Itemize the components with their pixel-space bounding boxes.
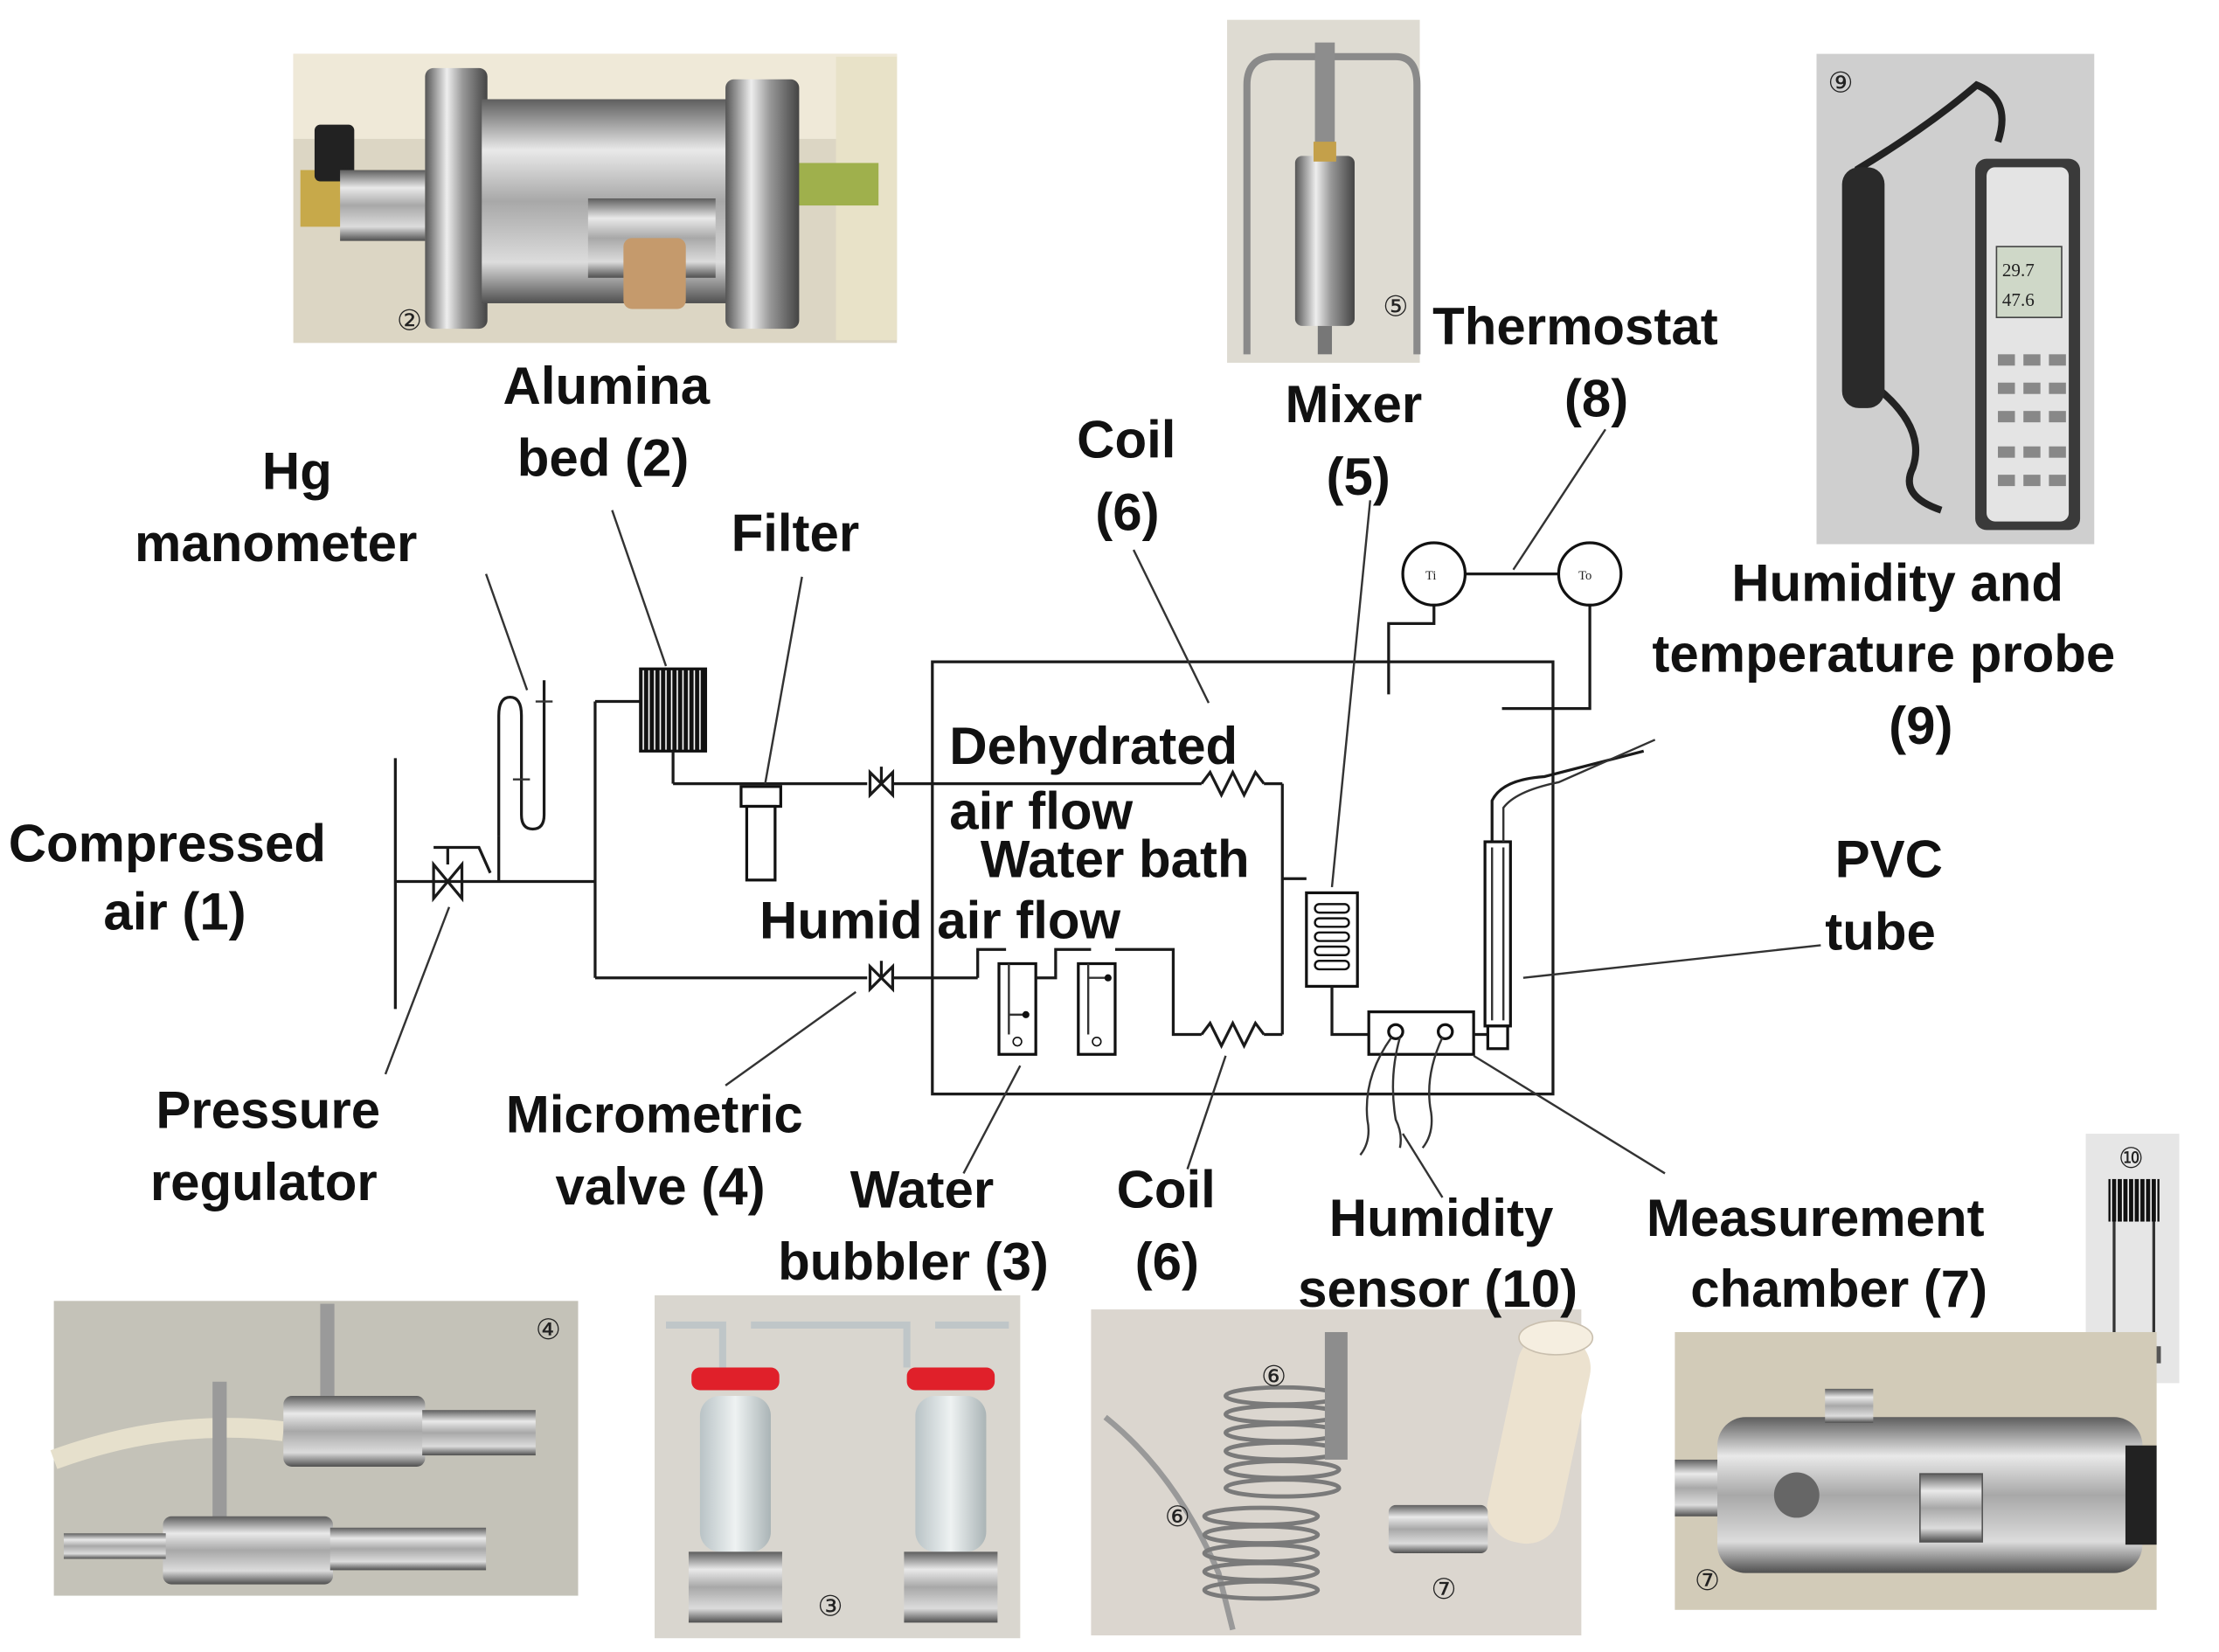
label-humid-flow: Humid air flow — [759, 891, 1120, 949]
alumina-bed-symbol — [639, 667, 708, 753]
label-water-bath: Water bath — [981, 830, 1250, 889]
photo-mixer: ⑤ — [1227, 19, 1421, 364]
pvc-tube-symbol — [1483, 739, 1656, 1051]
ti-label: Ti — [1425, 569, 1436, 583]
photo-humidity-probe: 29.7 47.6 ⑨ — [1816, 53, 2095, 545]
label-micrometric-valve: Micrometric valve (4) — [506, 1085, 818, 1216]
bubbler-2-symbol — [1077, 961, 1117, 1056]
photo-number-10: ⑩ — [2118, 1142, 2144, 1175]
ti-sensor — [1401, 541, 1467, 607]
to-label: To — [1578, 569, 1591, 583]
filter-symbol — [739, 785, 782, 809]
mixer-symbol — [1305, 891, 1359, 989]
photo-number-7a: ⑦ — [1432, 1572, 1457, 1606]
bubbler-1-symbol — [997, 961, 1037, 1056]
photo-number-6b: ⑥ — [1165, 1500, 1190, 1533]
coil-bottom-symbol — [1200, 1019, 1266, 1050]
label-dehydrated-flow: Dehydrated air flow — [949, 717, 1252, 841]
label-mixer: Mixer (5) — [1286, 375, 1437, 506]
label-pressure-regulator: Pressure regulator — [150, 1081, 395, 1212]
valve-top-symbol — [868, 767, 895, 799]
leader-lines — [384, 428, 1821, 1198]
photo-coils: ⑥ ⑥ ⑦ — [1091, 1309, 1594, 1635]
photo-measurement-chamber: ⑦ — [1675, 1332, 2157, 1610]
photo-number-4: ④ — [536, 1313, 561, 1346]
coil-top-symbol — [1200, 768, 1266, 799]
water-bath-box — [931, 660, 1555, 1096]
label-thermostat: Thermostat (8) — [1432, 297, 1732, 428]
photo-alumina-bed: ② — [293, 53, 898, 344]
micrometric-valve-symbol — [868, 961, 895, 993]
probe-display-rh: 47.6 — [2002, 289, 2035, 310]
label-alumina-bed: Alumina bed (2) — [503, 357, 725, 488]
schematic: Ti To — [393, 541, 1656, 1156]
label-coil-bottom: Coil (6) — [1117, 1160, 1231, 1291]
photo-number-9: ⑨ — [1827, 66, 1853, 99]
photo-number-6a: ⑥ — [1261, 1360, 1286, 1393]
photo-number-7b: ⑦ — [1695, 1564, 1720, 1597]
label-humidity-sensor: Humidity sensor (10) — [1298, 1189, 1578, 1318]
photo-micrometric-valves: ④ — [50, 1301, 579, 1596]
hg-manometer-symbol — [497, 680, 553, 882]
pressure-regulator-symbol — [432, 845, 492, 903]
thermostat-symbol: Ti To — [1387, 541, 1623, 711]
label-measurement-chamber: Measurement chamber (7) — [1647, 1189, 1999, 1318]
label-probe: Humidity and temperature probe (9) — [1652, 553, 2130, 755]
labels: Compressed air (1) Hg manometer Alumina … — [9, 297, 2130, 1318]
label-hg-manometer: Hg manometer — [135, 441, 417, 573]
probe-display-temp: 29.7 — [2002, 260, 2035, 281]
label-coil-top: Coil (6) — [1077, 411, 1190, 542]
photo-number-3: ③ — [817, 1589, 843, 1622]
measurement-chamber-symbol — [1359, 1010, 1475, 1156]
label-compressed-air: Compressed air (1) — [9, 815, 341, 941]
label-pvc-tube: PVC tube — [1825, 830, 1957, 961]
photo-number-2: ② — [397, 304, 422, 337]
photo-number-5: ⑤ — [1383, 290, 1408, 323]
label-filter: Filter — [732, 504, 860, 563]
photo-water-bubblers: ③ — [655, 1295, 1021, 1639]
to-sensor — [1557, 541, 1623, 607]
label-water-bubbler: Water bubbler (3) — [778, 1160, 1049, 1291]
